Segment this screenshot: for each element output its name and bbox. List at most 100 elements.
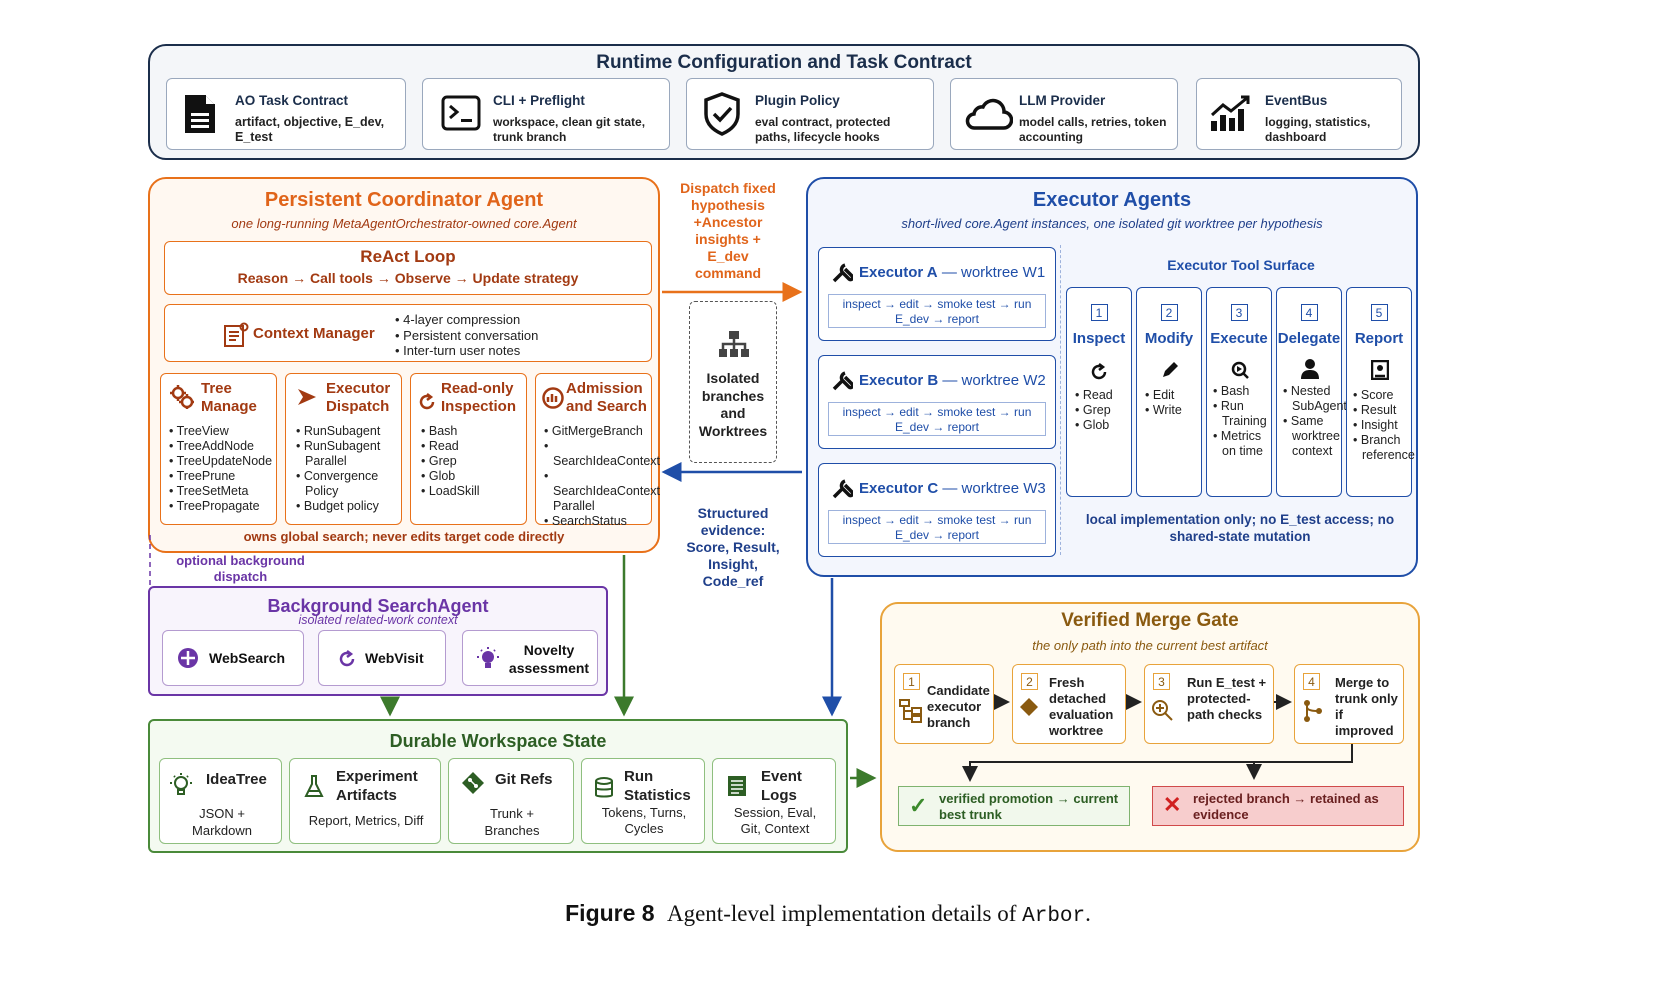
executor-flow: inspect → edit → smoke test → run E_dev … [828,510,1046,544]
search-item-novelty: Novelty assessment [462,630,598,686]
tool-list: Bash Read Grep Glob LoadSkill [421,424,521,499]
surface-item: Result [1353,403,1413,418]
surface-item: Nested SubAgent [1283,384,1347,414]
rejected-box: ✕ rejected branch → retained as evidence [1152,786,1404,826]
runtime-item-desc: logging, statistics, dashboard [1265,115,1371,144]
executor-heading: Executor C — worktree W3 [859,480,1046,497]
gate-step-label: Candidate executor branch [927,683,990,730]
runtime-item-title: Plugin Policy [755,93,840,108]
diamond-icon [1020,698,1038,716]
executor-name: Executor C [859,480,939,497]
gate-step-1: 1 Candidate executor branch [894,664,994,744]
surface-execute: 3 Execute Bash Run Training Metrics on t… [1206,287,1272,497]
executor-card-a: Executor A — worktree W1 inspect → edit … [818,247,1056,341]
wrench-icon [832,371,853,391]
context-manager-box: Context Manager 4-layer compression Pers… [164,304,652,362]
surface-item: Read [1075,388,1131,403]
tool-item: SearchIdeaContext Parallel [544,469,660,514]
surface-item: Grep [1075,403,1131,418]
isolated-label: Isolated branches and Worktrees [698,370,768,439]
rejected-label: rejected branch → retained as evidence [1193,791,1379,822]
workspace-panel: Durable Workspace State IdeaTree JSON + … [148,719,848,853]
person-icon [1301,359,1319,379]
surface-title: Modify [1144,330,1194,347]
workspace-item-stats: Run Statistics Tokens, Turns, Cycles [581,758,705,844]
tool-title: Executor Dispatch [326,380,391,415]
tool-item: TreeUpdateNode [169,454,275,469]
hierarchy-icon [899,699,922,723]
evidence-label: Structured evidence: Score, Result, Insi… [686,505,780,589]
search-item-label: WebVisit [365,650,424,666]
surface-title: Report [1354,330,1404,347]
tool-item: TreeAddNode [169,439,275,454]
context-item: Inter-turn user notes [395,343,538,359]
context-manager-title: Context Manager [253,325,375,342]
workspace-item-title: Git Refs [495,771,553,788]
wrench-icon [832,263,853,283]
tool-title: Read-only Inspection [441,380,517,415]
coordinator-panel: Persistent Coordinator Agent one long-ru… [148,177,660,553]
runtime-item-llm: LLM Provider model calls, retries, token… [950,78,1178,150]
executor-name: Executor B [859,372,939,389]
tool-surface-title: Executor Tool Surface [1167,257,1315,273]
gauge-icon [542,387,564,409]
tool-item: RunSubagent [296,424,396,439]
workspace-item-title: IdeaTree [206,771,267,788]
hierarchy-icon [719,331,749,357]
tool-item: SearchStatus [544,514,652,529]
surface-item: Bash [1213,384,1273,399]
merge-gate-title: Verified Merge Gate [1061,610,1239,631]
gears-icon [170,385,194,409]
runtime-item-plugin: Plugin Policy eval contract, protected p… [686,78,934,150]
surface-item: Write [1145,403,1201,418]
tool-item: Bash [421,424,521,439]
executor-card-b: Executor B — worktree W2 inspect → edit … [818,355,1056,449]
figure-caption: Figure 8 Agent-level implementation deta… [0,900,1656,928]
tool-item: SearchIdeaContext [544,439,660,469]
surface-num-wrap: 5 [1347,304,1411,322]
tool-tree-manage: Tree Manage TreeView TreeAddNode TreeUpd… [160,373,277,525]
tool-item: TreeSetMeta [169,484,275,499]
surface-title: Execute [1210,330,1268,347]
tool-item: TreePrune [169,469,275,484]
workspace-item-desc: Report, Metrics, Diff [308,813,424,828]
cross-icon: ✕ [1163,792,1182,817]
gate-step-num: 2 [1021,673,1038,690]
log-icon [728,776,746,796]
workspace-item-title: Experiment Artifacts [336,768,418,804]
surface-num-wrap: 4 [1277,304,1341,322]
dispatch-icon [298,389,316,405]
magnify-icon [1152,700,1173,721]
surface-num: 5 [1370,304,1388,321]
workspace-item-artifacts: Experiment Artifacts Report, Metrics, Di… [289,758,441,844]
pencil-icon [1163,362,1178,377]
surface-item: Glob [1075,418,1131,433]
tool-item: Glob [421,469,521,484]
refresh-icon [339,650,355,667]
runtime-item-task-contract: AO Task Contract artifact, objective, E_… [166,78,406,150]
surface-item: Insight [1353,418,1413,433]
executor-divider [1060,245,1061,555]
merge-gate-panel: Verified Merge Gate the only path into t… [880,602,1420,852]
tool-item: LoadSkill [421,484,521,499]
workspace-item-ideatree: IdeaTree JSON + Markdown [159,758,282,844]
executor-title: Executor Agents [1032,189,1192,211]
surface-list: Nested SubAgent Same worktree context [1283,384,1347,459]
search-item-websearch: WebSearch [162,630,304,686]
tool-item: GitMergeBranch [544,424,652,439]
merge-gate-subtitle: the only path into the current best arti… [1032,638,1268,653]
search-item-webvisit: WebVisit [318,630,446,686]
surface-item: Metrics on time [1213,429,1273,459]
isolated-branches-box: Isolated branches and Worktrees [689,301,777,463]
cloud-icon [965,98,1013,130]
search-subtitle: isolated related-work context [298,613,458,627]
surface-list: Bash Run Training Metrics on time [1213,384,1273,459]
search-item-label: Novelty assessment [508,642,590,676]
surface-delegate: 4 Delegate Nested SubAgent Same worktree… [1276,287,1347,497]
tool-list: RunSubagent RunSubagent Parallel Converg… [296,424,396,514]
tool-item: Budget policy [296,499,396,514]
tool-item: TreeView [169,424,275,439]
executor-panel: Executor Agents short-lived core.Agent i… [806,177,1418,577]
surface-item: Score [1353,388,1413,403]
workspace-item-desc: JSON + Markdown [192,806,252,838]
